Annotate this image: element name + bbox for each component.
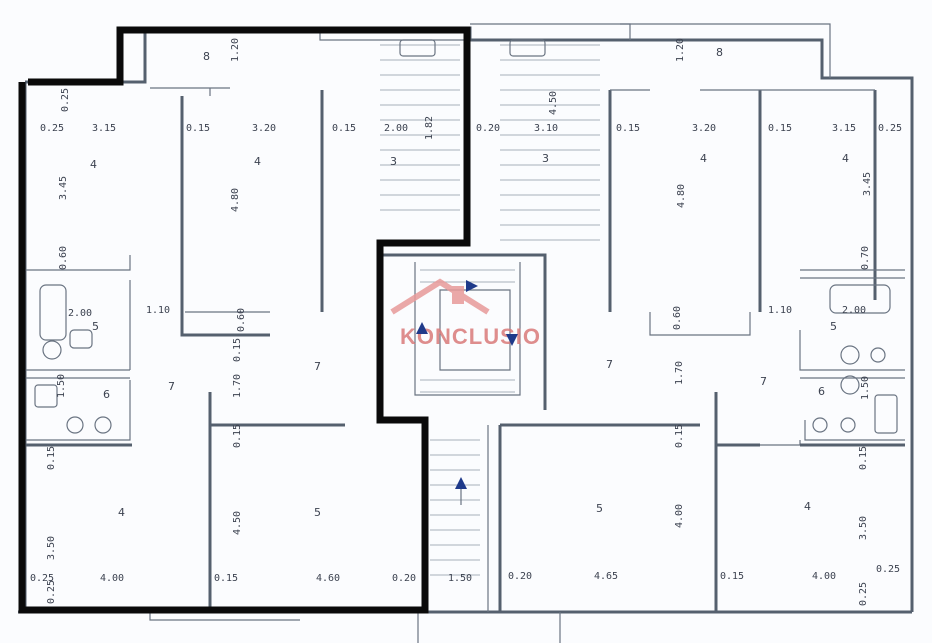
room-label: 5 <box>596 502 603 515</box>
dimension: 4.00 <box>100 573 124 584</box>
room-label: 6 <box>818 385 825 398</box>
dimension: 1.50 <box>56 374 67 398</box>
stair-hatching <box>380 44 600 576</box>
room-label: 6 <box>103 388 110 401</box>
sanitary-fixtures <box>34 39 898 434</box>
dimension: 1.10 <box>768 305 792 316</box>
room-label: 7 <box>168 380 175 393</box>
room-label: 7 <box>314 360 321 373</box>
dimension: 0.25 <box>858 582 869 606</box>
room-label: 4 <box>842 152 849 165</box>
dimension: 0.15 <box>232 338 243 362</box>
dimension: 0.25 <box>40 123 64 134</box>
dimension: 0.15 <box>616 123 640 134</box>
stair-arrow-up-left <box>416 322 428 334</box>
dimension: 1.10 <box>146 305 170 316</box>
dimension: 4.50 <box>548 91 559 115</box>
dimension: 0.60 <box>672 306 683 330</box>
room-label: 3 <box>542 152 549 165</box>
dimension: 0.15 <box>858 446 869 470</box>
room-label: 3 <box>390 155 397 168</box>
room-label: 7 <box>760 375 767 388</box>
dimension: 0.15 <box>332 123 356 134</box>
dimension: 0.25 <box>46 580 57 604</box>
dimension: 3.20 <box>252 123 276 134</box>
dimension-labels: 1.20 1.20 0.25 3.15 0.15 3.20 0.15 2.00 … <box>30 38 902 606</box>
selected-apartment-outline <box>18 26 471 614</box>
dimension: 1.50 <box>860 376 871 400</box>
dimension: 0.20 <box>508 571 532 582</box>
dimension: 2.00 <box>68 308 92 319</box>
dimension: 0.15 <box>720 571 744 582</box>
room-label: 4 <box>118 506 125 519</box>
watermark-logo: KONCLUSIO <box>390 278 540 349</box>
dimension: 3.45 <box>862 172 873 196</box>
room-label: 4 <box>804 500 811 513</box>
dimension: 3.15 <box>92 123 116 134</box>
dimension: 2.00 <box>384 123 408 134</box>
dimension: 0.25 <box>878 123 902 134</box>
dimension: 4.00 <box>812 571 836 582</box>
room-label: 7 <box>606 358 613 371</box>
dimension: 4.80 <box>676 184 687 208</box>
room-label: 8 <box>716 46 723 59</box>
dimension: 3.50 <box>858 516 869 540</box>
dimension: 3.20 <box>692 123 716 134</box>
dimension: 0.70 <box>860 246 871 270</box>
dimension: 1.82 <box>424 116 435 140</box>
dimension: 1.70 <box>674 361 685 385</box>
dimension: 4.80 <box>230 188 241 212</box>
dimension: 4.50 <box>232 511 243 535</box>
dimension: 0.15 <box>46 446 57 470</box>
dimension: 0.25 <box>876 564 900 575</box>
entrance-arrow-up <box>455 477 467 489</box>
dimension: 0.15 <box>768 123 792 134</box>
dimension: 2.00 <box>842 305 866 316</box>
dimension: 4.60 <box>316 573 340 584</box>
dimension: 4.65 <box>594 571 618 582</box>
room-label: 8 <box>203 50 210 63</box>
dimension: 4.00 <box>674 504 685 528</box>
stair-arrow-down <box>506 334 518 346</box>
room-label: 4 <box>254 155 261 168</box>
dimension: 0.15 <box>186 123 210 134</box>
room-labels: 8 8 4 4 3 3 4 4 5 6 7 7 7 7 5 6 4 5 5 4 <box>90 46 849 519</box>
dimension: 0.20 <box>392 573 416 584</box>
dimension: 1.50 <box>448 573 472 584</box>
dimension: 3.15 <box>832 123 856 134</box>
dimension: 3.10 <box>534 123 558 134</box>
room-label: 4 <box>90 158 97 171</box>
room-label: 5 <box>314 506 321 519</box>
dimension: 0.15 <box>214 573 238 584</box>
dimension: 0.15 <box>674 424 685 448</box>
dimension: 0.20 <box>476 123 500 134</box>
dimension: 0.25 <box>60 88 71 112</box>
dimension: 3.45 <box>58 176 69 200</box>
dimension: 1.70 <box>232 374 243 398</box>
stair-arrow-right <box>466 280 478 292</box>
dimension: 0.25 <box>30 573 54 584</box>
room-label: 5 <box>92 320 99 333</box>
dimension: 0.60 <box>58 246 69 270</box>
room-label: 5 <box>830 320 837 333</box>
dimension: 3.50 <box>46 536 57 560</box>
dimension: 1.20 <box>675 38 686 62</box>
dimension: 1.20 <box>230 38 241 62</box>
dimension: 0.60 <box>236 308 247 332</box>
stair-arrows <box>416 280 518 505</box>
dimension: 0.15 <box>232 424 243 448</box>
room-label: 4 <box>700 152 707 165</box>
